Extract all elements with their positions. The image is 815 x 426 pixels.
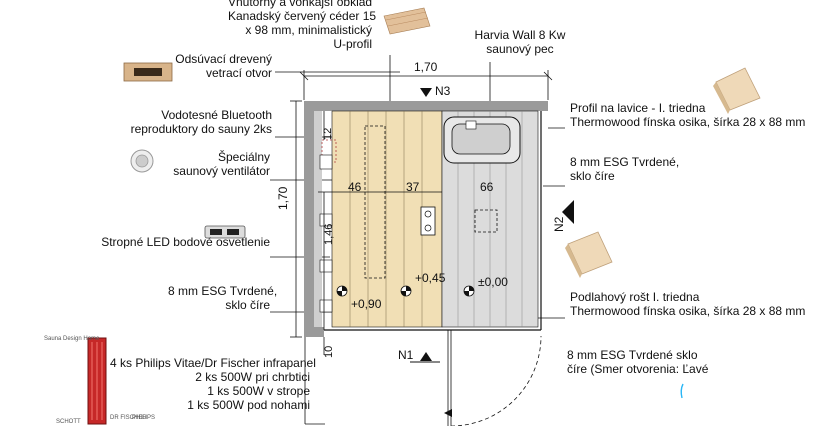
marker-n3: N3 xyxy=(435,84,451,98)
n1-marker xyxy=(420,352,432,361)
infrared-panel-lines xyxy=(91,342,103,420)
cladding-swatch-image xyxy=(383,7,431,35)
cladding-label: Vnútorný a vonkajší obklad Kanadský červ… xyxy=(228,0,377,51)
dim-146: 1,46 xyxy=(323,223,335,245)
wall-inner-left xyxy=(314,111,322,327)
dim-46: 46 xyxy=(348,180,362,194)
left-item-1 xyxy=(319,154,333,170)
door xyxy=(447,330,542,426)
n2-marker xyxy=(562,200,574,224)
infrared-label: 4 ks Philips Vitae/Dr Fischer infrapanel… xyxy=(110,356,316,412)
glass-right-label: 8 mm ESG Tvrdené, sklo číre xyxy=(570,155,680,183)
brand-schott: SCHOTT xyxy=(56,419,81,425)
led-fixture xyxy=(420,206,436,236)
vent-opening-image xyxy=(123,62,173,82)
wall-top xyxy=(304,101,548,111)
bench-label: Profil na lavice - I. triedna Thermowood… xyxy=(570,101,806,129)
bluetooth-label: Vodotesné Bluetooth reproduktory do saun… xyxy=(130,108,272,136)
door-glass-icon xyxy=(680,383,684,399)
door-handle-icon xyxy=(444,409,452,417)
left-item-3 xyxy=(319,259,333,273)
n3-marker xyxy=(420,88,432,97)
bench-profile-image xyxy=(713,67,761,114)
left-item-4 xyxy=(319,299,333,313)
left-item-2 xyxy=(319,213,333,227)
speaker-box xyxy=(321,139,337,163)
special-vent-label: Špeciálny saunový ventilátor xyxy=(173,150,270,178)
brand-panel-top: Sauna Design Home xyxy=(44,336,100,342)
level-090: +0,90 xyxy=(351,297,382,311)
level-000: ±0,00 xyxy=(478,275,508,289)
heater-label: Harvia Wall 8 Kw saunový pec xyxy=(474,28,566,56)
wall-left xyxy=(304,101,314,337)
level-045: +0,45 xyxy=(415,271,446,285)
dim-66: 66 xyxy=(480,180,494,194)
heater-control xyxy=(465,120,477,130)
led-image xyxy=(204,225,246,239)
glass-left-label: 8 mm ESG Tvrdené, sklo číre xyxy=(168,284,278,312)
dim-37: 37 xyxy=(406,180,420,194)
dimension-lines xyxy=(290,70,553,355)
led-label: Stropné LED bodové osvetlenie xyxy=(101,235,270,249)
floor-profile-image xyxy=(565,231,613,278)
infrared-panel-back xyxy=(364,125,386,279)
dim-10: 10 xyxy=(323,345,335,358)
brand-drfischer: DR FISCHER xyxy=(110,415,147,421)
level-markers xyxy=(336,285,475,297)
floor-label: Podlahový rošt I. triedna Thermowood fín… xyxy=(570,290,806,318)
wall-corner xyxy=(538,101,548,111)
dim-12: 12 xyxy=(322,127,334,140)
special-vent-image xyxy=(130,149,154,173)
dim-top-width: 1,70 xyxy=(414,60,438,74)
heater-inner xyxy=(451,123,511,155)
door-glass-label: 8 mm ESG Tvrdené sklo číre (Smer otvoren… xyxy=(567,348,709,376)
marker-n1: N1 xyxy=(398,348,414,362)
infrared-panel-ceiling xyxy=(474,209,498,233)
marker-n2: N2 xyxy=(552,216,566,232)
dim-left-height: 1,70 xyxy=(276,186,290,210)
wall-bottom-left xyxy=(304,327,324,337)
vent-opening-label: Odsúvací drevený vetrací otvor xyxy=(175,52,272,80)
brand-philips: PHILIPS xyxy=(132,415,156,421)
